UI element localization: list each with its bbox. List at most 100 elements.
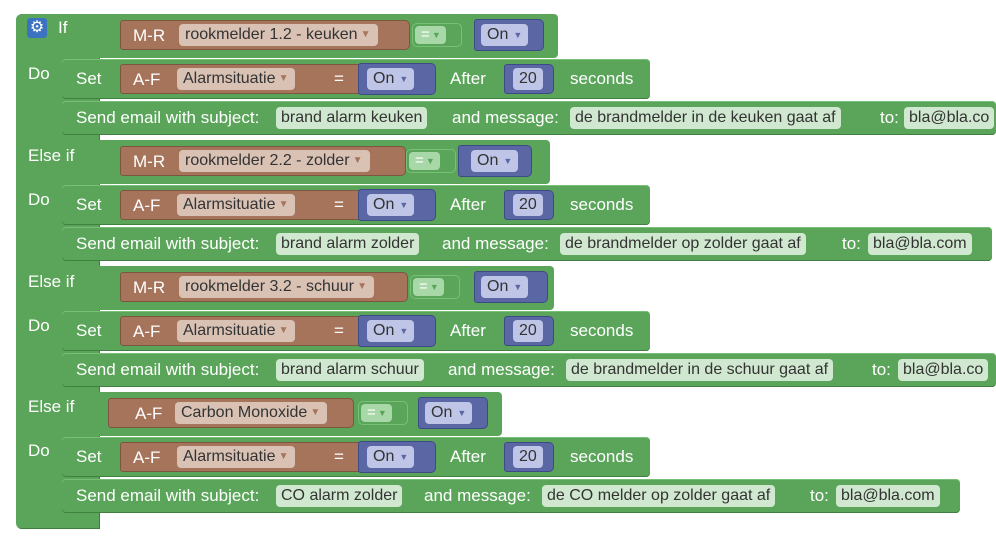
to-field[interactable]: bla@bla.com bbox=[836, 485, 940, 507]
value-dropdown[interactable]: On▼ bbox=[367, 194, 415, 216]
operator-dropdown[interactable]: =▼ bbox=[413, 278, 444, 296]
delay-input[interactable]: 20 bbox=[513, 194, 543, 216]
message-field[interactable]: de brandmelder in de schuur gaat af bbox=[566, 359, 834, 381]
set-device-block[interactable]: A-F Alarmsituatie▼ bbox=[120, 64, 384, 94]
chevron-down-icon: ▼ bbox=[278, 451, 289, 462]
device-dropdown[interactable]: Alarmsituatie▼ bbox=[177, 446, 296, 468]
set-value-block[interactable]: On▼ bbox=[358, 315, 436, 347]
set-keyword: Set bbox=[76, 447, 102, 466]
device-dropdown[interactable]: rookmelder 3.2 - schuur▼ bbox=[179, 276, 374, 298]
device-name: Carbon Monoxide bbox=[181, 404, 308, 421]
set-block[interactable]: Set A-F Alarmsituatie▼ = On▼ After 20 se… bbox=[62, 185, 650, 225]
seconds-keyword: seconds bbox=[570, 321, 634, 340]
operator-value: = bbox=[415, 152, 424, 169]
device-dropdown[interactable]: Alarmsituatie▼ bbox=[177, 68, 296, 90]
delay-block[interactable]: 20 bbox=[504, 64, 554, 94]
value-block[interactable]: On▼ bbox=[474, 271, 548, 303]
delay-block[interactable]: 20 bbox=[504, 442, 554, 472]
value-text: On bbox=[373, 70, 395, 87]
operator-value: = bbox=[419, 278, 428, 295]
chevron-down-icon: ▼ bbox=[352, 155, 363, 166]
value-dropdown[interactable]: On▼ bbox=[471, 150, 519, 172]
send-email-block[interactable]: Send email with subject: CO alarm zolder… bbox=[62, 479, 960, 513]
delay-block[interactable]: 20 bbox=[504, 190, 554, 220]
operator-block[interactable]: =▼ bbox=[412, 23, 462, 47]
device-type-label: M-R bbox=[133, 152, 166, 171]
value-block[interactable]: On▼ bbox=[458, 145, 532, 177]
chevron-down-icon: ▼ bbox=[503, 156, 513, 166]
delay-input[interactable]: 20 bbox=[513, 446, 543, 468]
value-block[interactable]: On▼ bbox=[418, 397, 488, 429]
to-field[interactable]: bla@bla.co bbox=[898, 359, 989, 381]
chevron-down-icon: ▼ bbox=[399, 74, 409, 84]
message-field[interactable]: de brandmelder in de keuken gaat af bbox=[570, 107, 841, 129]
gear-icon[interactable]: ⚙ bbox=[27, 18, 47, 38]
set-device-block[interactable]: A-F Alarmsituatie▼ bbox=[120, 190, 384, 220]
value-dropdown[interactable]: On▼ bbox=[481, 276, 529, 298]
set-operator: = bbox=[334, 447, 344, 466]
device-type-label: A-F bbox=[133, 448, 161, 467]
set-device-block[interactable]: A-F Alarmsituatie▼ bbox=[120, 442, 384, 472]
value-block[interactable]: On▼ bbox=[474, 19, 544, 51]
set-value-block[interactable]: On▼ bbox=[358, 441, 436, 473]
device-dropdown[interactable]: Alarmsituatie▼ bbox=[177, 194, 296, 216]
send-subject-keyword: Send email with subject: bbox=[76, 486, 260, 505]
value-dropdown[interactable]: On▼ bbox=[367, 446, 415, 468]
operator-dropdown[interactable]: =▼ bbox=[409, 152, 440, 170]
device-name: Alarmsituatie bbox=[183, 448, 276, 465]
device-dropdown[interactable]: Carbon Monoxide▼ bbox=[175, 402, 328, 424]
set-keyword: Set bbox=[76, 195, 102, 214]
device-dropdown[interactable]: rookmelder 2.2 - zolder▼ bbox=[179, 150, 370, 172]
subject-field[interactable]: brand alarm schuur bbox=[276, 359, 424, 381]
message-field[interactable]: de brandmelder op zolder gaat af bbox=[560, 233, 806, 255]
value-dropdown[interactable]: On▼ bbox=[367, 320, 415, 342]
do-keyword: Do bbox=[28, 441, 50, 460]
operator-dropdown[interactable]: =▼ bbox=[361, 404, 392, 422]
chevron-down-icon: ▼ bbox=[431, 30, 441, 40]
to-field[interactable]: bla@bla.com bbox=[868, 233, 972, 255]
value-dropdown[interactable]: On▼ bbox=[425, 402, 473, 424]
delay-input[interactable]: 20 bbox=[513, 68, 543, 90]
seconds-keyword: seconds bbox=[570, 447, 634, 466]
value-text: On bbox=[487, 278, 509, 295]
device-name: rookmelder 3.2 - schuur bbox=[185, 278, 354, 295]
send-email-block[interactable]: Send email with subject: brand alarm keu… bbox=[62, 101, 996, 135]
condition-device-block[interactable]: M-R rookmelder 2.2 - zolder▼ bbox=[120, 146, 406, 176]
device-dropdown[interactable]: rookmelder 1.2 - keuken▼ bbox=[179, 24, 378, 46]
value-dropdown[interactable]: On▼ bbox=[481, 24, 529, 46]
send-subject-keyword: Send email with subject: bbox=[76, 108, 260, 127]
condition-device-block[interactable]: A-F Carbon Monoxide▼ bbox=[108, 398, 354, 428]
device-type-label: A-F bbox=[133, 196, 161, 215]
condition-device-block[interactable]: M-R rookmelder 1.2 - keuken▼ bbox=[120, 20, 410, 50]
operator-block[interactable]: =▼ bbox=[406, 149, 456, 173]
set-device-block[interactable]: A-F Alarmsituatie▼ bbox=[120, 316, 384, 346]
value-dropdown[interactable]: On ▼ bbox=[367, 68, 415, 90]
subject-field[interactable]: brand alarm zolder bbox=[276, 233, 420, 255]
operator-dropdown[interactable]: =▼ bbox=[415, 26, 446, 44]
set-keyword: Set bbox=[76, 69, 102, 88]
set-block[interactable]: Set A-F Alarmsituatie▼ = On▼ After 20 se… bbox=[62, 311, 650, 351]
operator-block[interactable]: =▼ bbox=[410, 275, 460, 299]
set-block[interactable]: Set A-F Alarmsituatie▼ = On▼ After 20 se… bbox=[62, 59, 650, 99]
set-value-block[interactable]: On▼ bbox=[358, 189, 436, 221]
chevron-down-icon: ▼ bbox=[399, 200, 409, 210]
set-block[interactable]: Set A-F Alarmsituatie▼ = On▼ After 20 se… bbox=[62, 437, 650, 477]
device-dropdown[interactable]: Alarmsituatie▼ bbox=[177, 320, 296, 342]
message-field[interactable]: de CO melder op zolder gaat af bbox=[542, 485, 776, 507]
delay-input[interactable]: 20 bbox=[513, 320, 543, 342]
set-value-block[interactable]: On ▼ bbox=[358, 63, 436, 95]
to-keyword: to: bbox=[810, 486, 829, 505]
send-email-block[interactable]: Send email with subject: brand alarm zol… bbox=[62, 227, 992, 261]
send-email-block[interactable]: Send email with subject: brand alarm sch… bbox=[62, 353, 996, 387]
subject-field[interactable]: brand alarm keuken bbox=[276, 107, 428, 129]
after-keyword: After bbox=[450, 195, 486, 214]
operator-block[interactable]: =▼ bbox=[358, 401, 408, 425]
subject-field[interactable]: CO alarm zolder bbox=[276, 485, 403, 507]
message-keyword: and message: bbox=[452, 108, 559, 127]
to-field[interactable]: bla@bla.co bbox=[904, 107, 995, 129]
message-keyword: and message: bbox=[424, 486, 531, 505]
seconds-keyword: seconds bbox=[570, 69, 634, 88]
chevron-down-icon: ▼ bbox=[278, 325, 289, 336]
condition-device-block[interactable]: M-R rookmelder 3.2 - schuur▼ bbox=[120, 272, 408, 302]
delay-block[interactable]: 20 bbox=[504, 316, 554, 346]
